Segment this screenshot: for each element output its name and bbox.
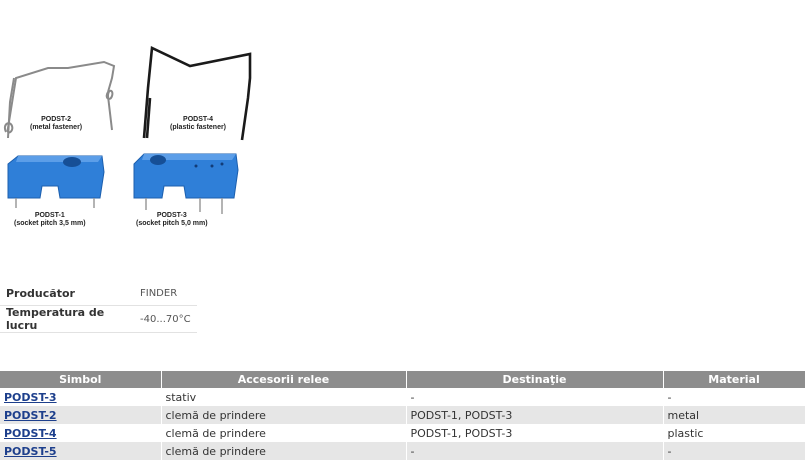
socket-pitch-3-5-image (7, 155, 105, 208)
destination-cell: PODST-1, PODST-3 (406, 424, 664, 442)
accessory-cell: clemă de prindere (161, 442, 407, 460)
table-row: PODST-4 clemă de prindere PODST-1, PODST… (0, 424, 805, 442)
figure-label-podst-2: PODST-2(metal fastener) (30, 116, 83, 131)
table-row: PODST-2 clemă de prindere PODST-1, PODST… (0, 406, 805, 424)
table-header-row: Simbol Accesorii relee Destinaţie Materi… (0, 371, 805, 388)
symbol-link[interactable]: PODST-3 (4, 390, 57, 404)
accessory-cell: stativ (161, 388, 407, 406)
symbol-link[interactable]: PODST-4 (4, 426, 57, 440)
column-header-destination: Destinaţie (406, 371, 664, 388)
spec-row-temperature: Temperatura de lucru -40...70°C (0, 305, 197, 333)
table-row: PODST-5 clemă de prindere - - (0, 442, 805, 460)
spec-row-manufacturer: Producător FINDER (0, 281, 197, 306)
socket-pitch-5-0-image (133, 153, 239, 214)
spec-value: FINDER (134, 281, 197, 306)
accessories-table: Simbol Accesorii relee Destinaţie Materi… (0, 371, 805, 460)
column-header-symbol: Simbol (0, 371, 162, 388)
symbol-cell: PODST-2 (0, 406, 162, 424)
spec-value: -40...70°C (134, 305, 197, 333)
column-header-accessory: Accesorii relee (161, 371, 407, 388)
relay-accessories-illustration (3, 46, 252, 214)
material-cell: metal (663, 406, 805, 424)
symbol-cell: PODST-3 (0, 388, 162, 406)
spec-label: Temperatura de lucru (0, 305, 134, 333)
material-cell: plastic (663, 424, 805, 442)
product-specs-table: Producător FINDER Temperatura de lucru -… (0, 281, 197, 333)
accessory-cell: clemă de prindere (161, 406, 407, 424)
accessory-cell: clemă de prindere (161, 424, 407, 442)
metal-fastener-image (3, 60, 116, 139)
destination-cell: - (406, 442, 664, 460)
figure-label-podst-4: PODST-4(plastic fastener) (170, 116, 227, 131)
product-image: PODST-2(metal fastener) PODST-4(plastic … (0, 38, 260, 238)
symbol-cell: PODST-4 (0, 424, 162, 442)
plastic-fastener-image (142, 46, 252, 141)
symbol-cell: PODST-5 (0, 442, 162, 460)
spec-label: Producător (0, 281, 134, 306)
column-header-material: Material (663, 371, 805, 388)
material-cell: - (663, 442, 805, 460)
material-cell: - (663, 388, 805, 406)
destination-cell: - (406, 388, 664, 406)
destination-cell: PODST-1, PODST-3 (406, 406, 664, 424)
figure-label-podst-1: PODST-1(socket pitch 3,5 mm) (14, 212, 86, 227)
table-row: PODST-3 stativ - - (0, 388, 805, 406)
figure-label-podst-3: PODST-3(socket pitch 5,0 mm) (136, 212, 208, 227)
symbol-link[interactable]: PODST-2 (4, 408, 57, 422)
symbol-link[interactable]: PODST-5 (4, 444, 57, 458)
